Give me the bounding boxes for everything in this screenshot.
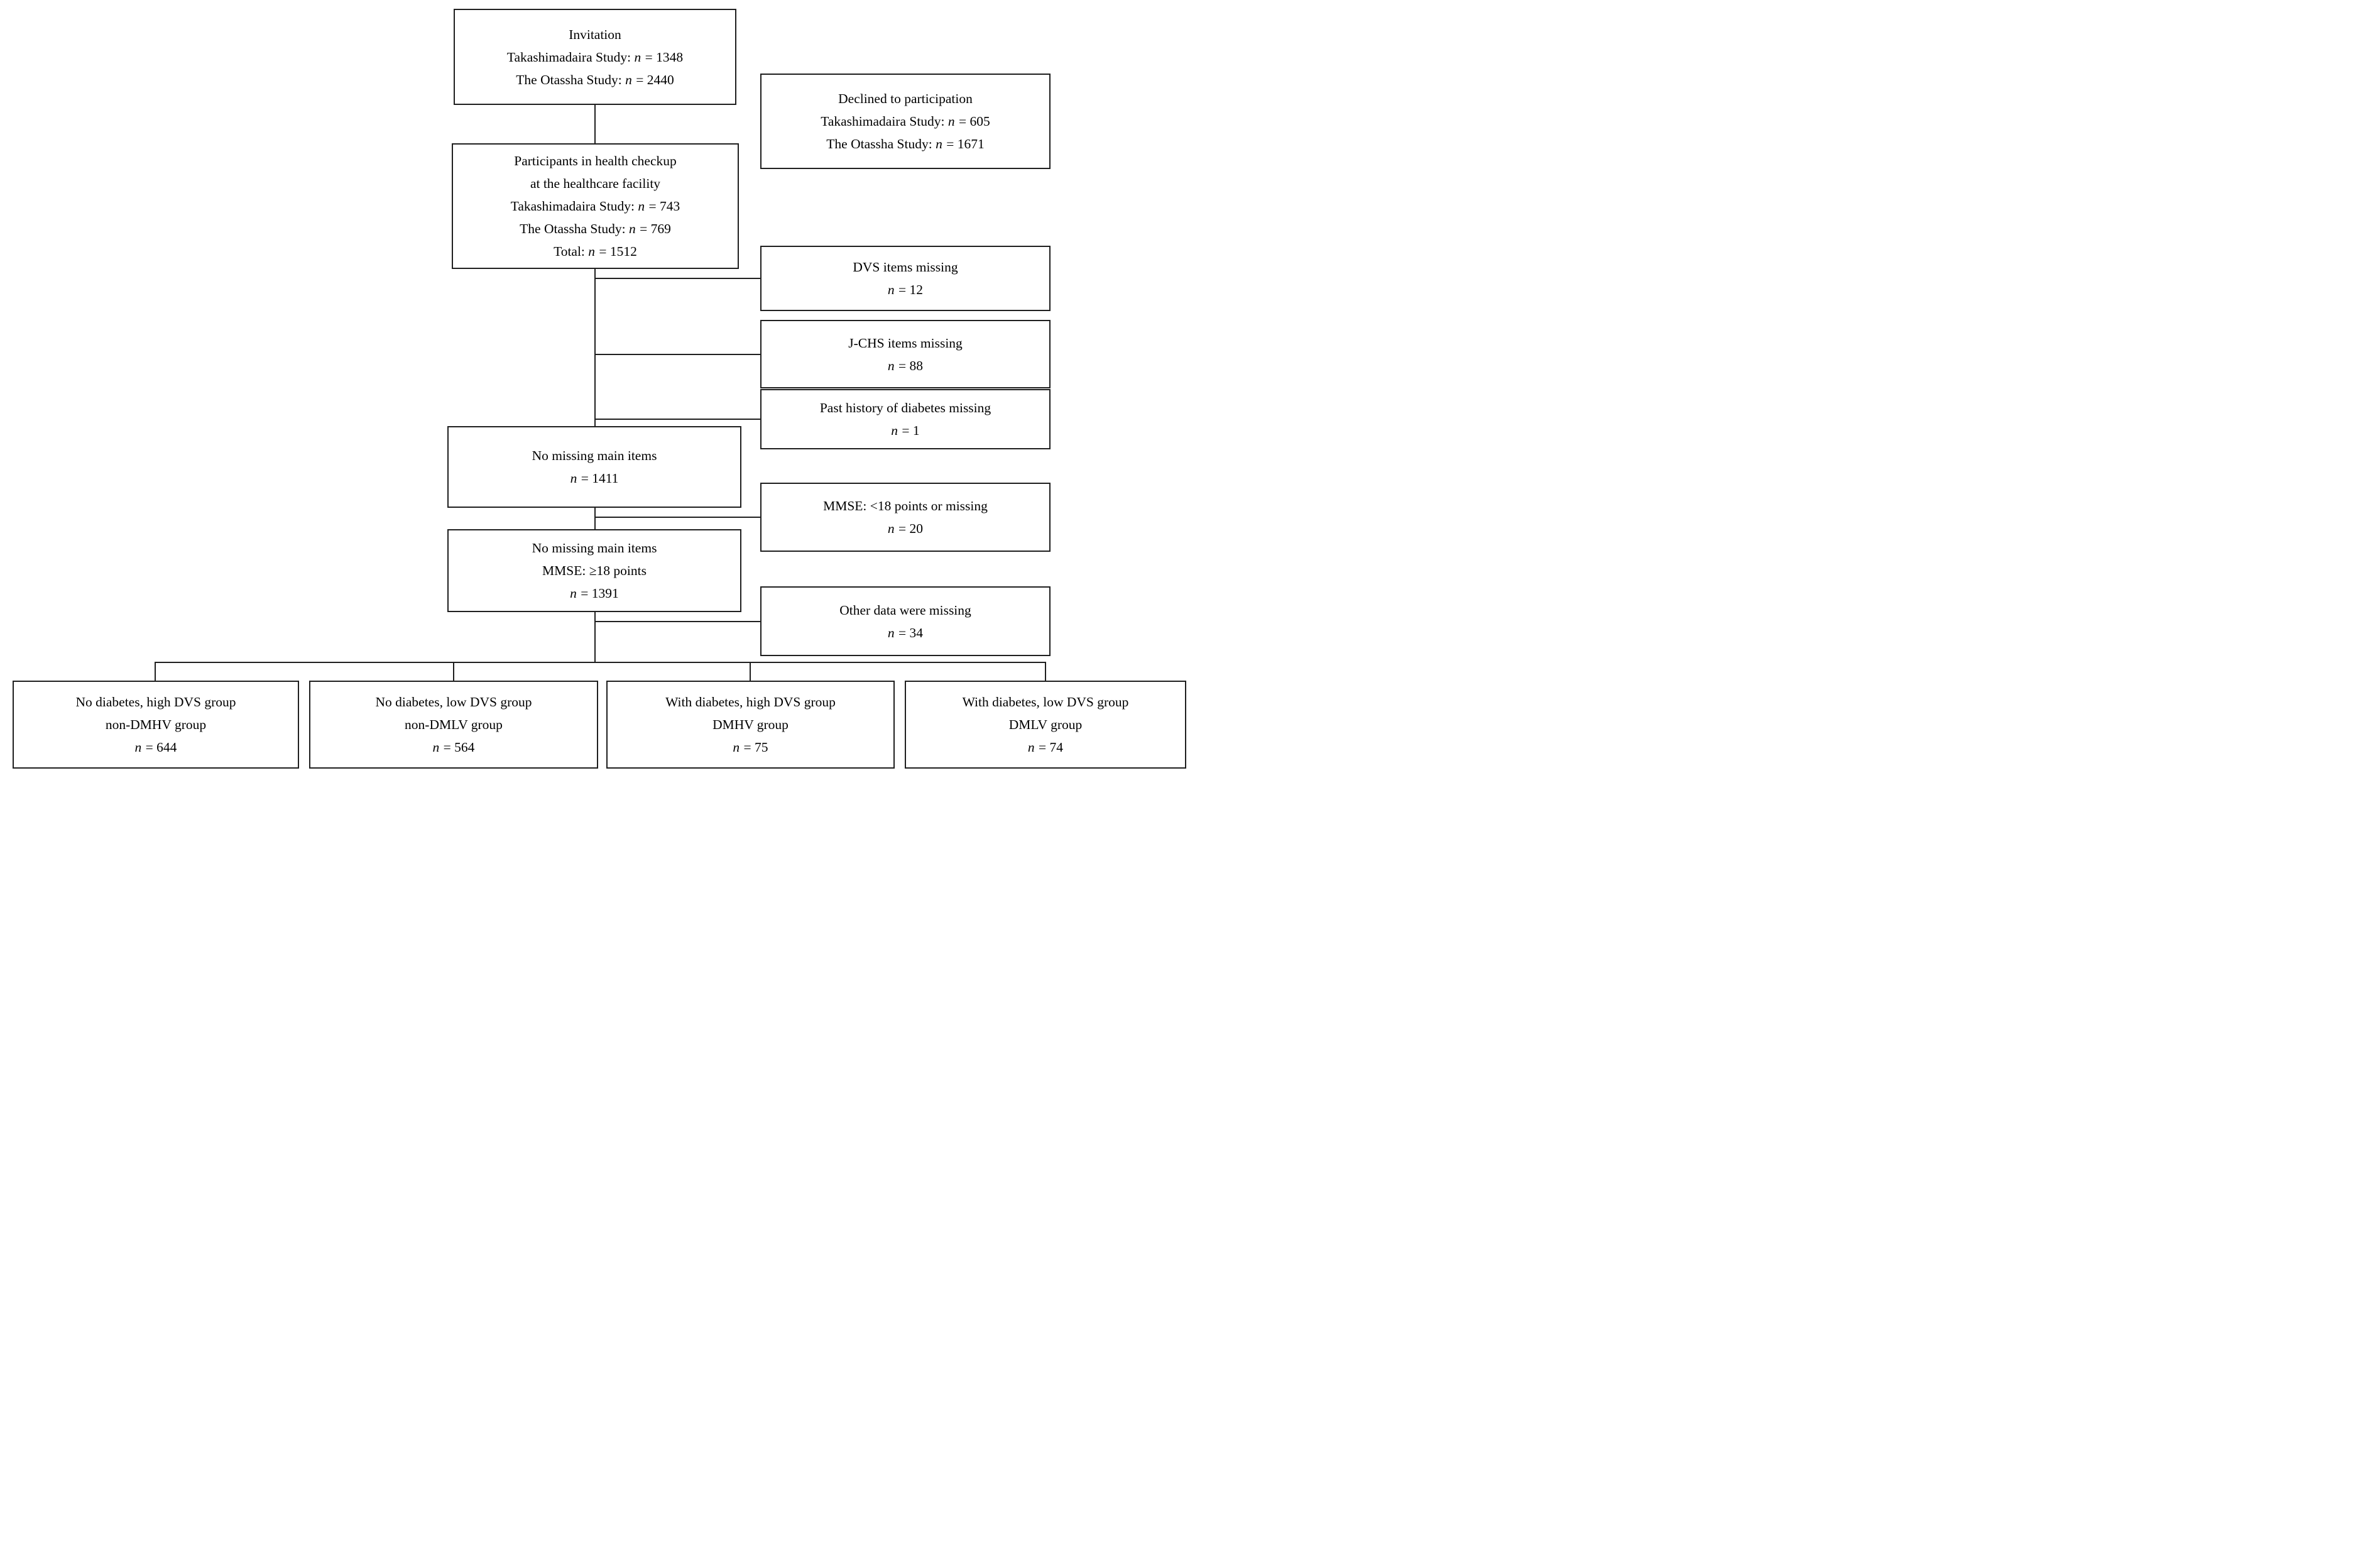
box-text-line: J-CHS items missing (848, 335, 963, 351)
box-text-line: DVS items missing (853, 260, 958, 275)
branch-mmse-excluded (595, 517, 760, 518)
box-text-line: non-DMHV group (105, 717, 207, 732)
box-jchs-items-missing: J-CHS items missing n = 88 (760, 320, 1051, 388)
box-text-line: No missing main items (532, 540, 657, 556)
box-text-line: at the healthcare facility (530, 176, 661, 191)
box-text-line: n = 12 (887, 282, 924, 297)
box-dvs-items-missing: DVS items missing n = 12 (760, 246, 1051, 311)
box-text-line: n = 1391 (570, 586, 619, 601)
box-text-line: No missing main items (532, 448, 657, 463)
stub-group-non-dmlv (453, 662, 454, 681)
branch-jchs-missing (595, 354, 760, 355)
box-text-line: The Otassha Study: n = 1671 (826, 136, 985, 151)
branch-dvs-missing (595, 278, 760, 279)
box-text-line: Takashimadaira Study: n = 743 (510, 199, 680, 214)
box-text-line: n = 34 (887, 625, 924, 640)
box-text-line: With diabetes, high DVS group (665, 694, 836, 710)
box-text-line: non-DMLV group (405, 717, 503, 732)
box-text-line: MMSE: ≥18 points (542, 563, 647, 578)
stub-group-dmlv (1045, 662, 1046, 681)
box-text-line: With diabetes, low DVS group (962, 694, 1129, 710)
connector-participants-to-no-missing (594, 269, 596, 426)
box-text-line: The Otassha Study: n = 769 (520, 221, 671, 236)
box-text-line: Other data were missing (839, 602, 971, 618)
box-text-line: Participants in health checkup (514, 153, 677, 168)
box-text-line: Past history of diabetes missing (819, 400, 991, 415)
branch-diabetes-history-missing (595, 419, 760, 420)
box-text-line: n = 1411 (570, 471, 619, 486)
box-text-line: Takashimadaira Study: n = 1348 (506, 49, 684, 65)
connector-mmse18-to-distribution (594, 612, 596, 662)
box-text-line: n = 74 (1027, 740, 1064, 755)
box-participants-health-checkup: Participants in health checkup at the hea… (452, 143, 739, 269)
box-text-line: n = 88 (887, 358, 924, 373)
connector-no-missing-to-mmse18 (594, 508, 596, 529)
box-text-line: Takashimadaira Study: n = 605 (821, 114, 990, 129)
box-mmse-excluded: MMSE: <18 points or missing n = 20 (760, 483, 1051, 552)
box-text-line: The Otassha Study: n = 2440 (516, 72, 674, 87)
box-text-line: n = 20 (887, 521, 924, 536)
box-text-line: Invitation (569, 26, 621, 42)
box-text-line: n = 644 (134, 740, 177, 755)
box-text-line: No diabetes, high DVS group (75, 694, 236, 710)
box-text-line: n = 564 (432, 740, 475, 755)
connector-invitation-to-participants (594, 105, 596, 143)
box-text-line: DMLV group (1008, 717, 1083, 732)
box-text-line: Total: n = 1512 (554, 244, 637, 259)
box-text-line: DMHV group (712, 717, 789, 732)
stub-group-dmhv (750, 662, 751, 681)
box-group-non-dmlv: No diabetes, low DVS group non-DMLV group… (309, 681, 598, 769)
box-group-non-dmhv: No diabetes, high DVS group non-DMHV grou… (13, 681, 299, 769)
stub-group-non-dmhv (155, 662, 156, 681)
box-text-line: No diabetes, low DVS group (375, 694, 532, 710)
box-text-line: Declined to participation (838, 91, 973, 106)
box-no-missing-main-items: No missing main items n = 1411 (447, 426, 741, 508)
box-text-line: MMSE: <18 points or missing (823, 498, 988, 513)
branch-other-data-missing (595, 621, 760, 622)
distribution-line (155, 662, 1046, 663)
box-text-line: n = 1 (891, 423, 920, 438)
box-diabetes-history-missing: Past history of diabetes missing n = 1 (760, 389, 1051, 449)
box-other-data-missing: Other data were missing n = 34 (760, 586, 1051, 656)
box-text-line: n = 75 (733, 740, 768, 755)
